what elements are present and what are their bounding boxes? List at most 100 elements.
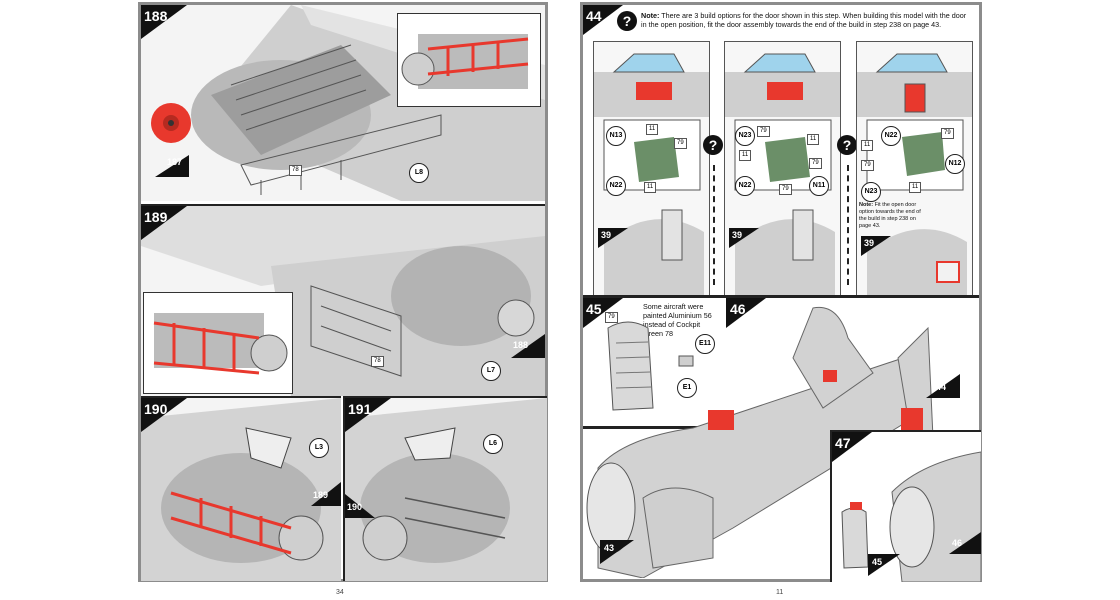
step-number-44: 44 (586, 8, 602, 24)
paint-code-79-b: 79 (757, 126, 770, 137)
paint-code-11-a: 11 (646, 124, 659, 135)
step-number-188: 188 (144, 8, 168, 24)
callout-n23: N23 (735, 126, 755, 146)
ref-step-46-badge (949, 532, 981, 554)
callout-n12: N12 (945, 154, 965, 174)
step-separator (583, 295, 979, 298)
paint-code-79-d: 79 (779, 184, 792, 195)
ref-step-187-badge (155, 155, 189, 177)
paint-code-79-e: 79 (941, 128, 954, 139)
step-188-inset (397, 13, 541, 107)
ref-step-44-badge (926, 374, 960, 398)
callout-e11: E11 (695, 334, 715, 354)
step-189-inset (143, 292, 293, 394)
step-45-illustration (607, 321, 694, 411)
paint-code-79-a: 79 (674, 138, 687, 149)
door-option-3: N22 N12 N23 11 79 79 11 Note: Fit the op… (856, 41, 973, 295)
callout-n22-c: N22 (881, 126, 901, 146)
ref-step-188-badge (511, 334, 545, 358)
step-number-45: 45 (586, 301, 602, 317)
paint-code-78-189: 78 (371, 356, 384, 367)
ref-step-189: 189 (313, 490, 329, 500)
callout-l6: L6 (483, 434, 503, 454)
step-45-border (583, 426, 723, 429)
callout-l3: L3 (309, 438, 329, 458)
step-191-badge (345, 398, 391, 432)
option-3-note: Note: Fit the open door option towards t… (859, 202, 921, 230)
ref-step-188: 188 (513, 340, 529, 350)
paint-code-78: 78 (289, 165, 302, 176)
callout-l7: L7 (481, 361, 501, 381)
callout-n23-b: N23 (861, 182, 881, 202)
step-188-badge (141, 5, 187, 39)
step-191-panel: 191 L6 190 (343, 396, 547, 581)
step-46-badge (726, 298, 766, 328)
step-47-badge (832, 432, 872, 462)
door-option-2: N23 N22 N11 79 11 11 79 79 39 (724, 41, 841, 295)
callout-n22: N22 (606, 176, 626, 196)
step-189-badge (141, 206, 187, 240)
step-number-190: 190 (144, 401, 168, 417)
paint-code-79-g: 79 (605, 312, 618, 323)
ref-step-45-badge (868, 554, 900, 576)
option-3-note-label: Note: (859, 202, 874, 208)
step-190-panel: 190 L3 189 (141, 396, 341, 581)
step-189-panel: 189 188 L7 78 (141, 204, 545, 396)
callout-n13: N13 (606, 126, 626, 146)
paint-code-79-f: 79 (861, 160, 874, 171)
step-45-note: Some aircraft were painted Aluminium 56 … (643, 302, 712, 338)
step-44-panel: 44 ? Note: There are 3 build options for… (583, 5, 979, 295)
option-2-ref-step: 39 (732, 230, 743, 240)
ref-step-189-badge (311, 482, 341, 506)
paint-code-11-d: 11 (739, 150, 752, 161)
paint-code-79-c: 79 (809, 158, 822, 169)
step-190-illustration (141, 398, 341, 581)
ref-step-46: 46 (952, 538, 963, 548)
step-number-47: 47 (835, 435, 851, 451)
step-47-panel: 47 46 45 (830, 430, 981, 582)
ref-step-43-badge (600, 540, 634, 564)
step-number-191: 191 (348, 401, 372, 417)
option-1-illustration (594, 53, 709, 295)
callout-l8: L8 (409, 163, 429, 183)
step-44-note-label: Note: (641, 11, 660, 20)
step-190-badge (141, 398, 187, 432)
option-3-note-text: Fit the open door option towards the end… (859, 202, 921, 229)
paint-code-11-c: 11 (807, 134, 820, 145)
right-page: 44 ? Note: There are 3 build options for… (580, 0, 982, 600)
door-option-1: N13 N22 11 79 11 39 (593, 41, 710, 295)
inset-engine-red-frame-189 (153, 313, 288, 375)
step-44-badge (583, 5, 623, 35)
option-3-ref-badge (861, 236, 891, 256)
callout-e1: E1 (677, 378, 697, 398)
paint-code-11-b: 11 (644, 182, 657, 193)
option-1-ref-step: 39 (601, 230, 612, 240)
paint-code-11-f: 11 (909, 182, 922, 193)
option-1-ref-badge (598, 228, 628, 248)
step-number-189: 189 (144, 209, 168, 225)
question-icon: ? (617, 11, 637, 31)
ref-step-187: 187 (167, 157, 183, 167)
right-page-number: 11 (776, 589, 784, 596)
ref-step-43: 43 (604, 543, 615, 553)
callout-n11: N11 (809, 176, 829, 196)
ref-step-44: 44 (936, 382, 947, 392)
step-189-illustration (141, 206, 545, 396)
option-2-illustration (725, 53, 840, 295)
option-2-ref-badge (729, 228, 759, 248)
step-45-panel: 45 Some aircraft were painted Aluminium … (583, 298, 723, 426)
divider-2 (847, 165, 849, 285)
divider-1 (713, 165, 715, 285)
left-page: 188 187 L8 78 (138, 0, 548, 600)
paint-code-11-e: 11 (861, 140, 874, 151)
callout-n22-b: N22 (735, 176, 755, 196)
left-page-number: 34 (336, 589, 344, 596)
step-188-panel: 188 187 L8 78 (141, 5, 545, 201)
question-icon-2: ? (703, 135, 723, 155)
step-44-note: Note: There are 3 build options for the … (641, 11, 971, 29)
step-number-46: 46 (730, 301, 746, 317)
option-3-ref-step: 39 (864, 238, 875, 248)
inset-engine-red-frame (401, 34, 529, 89)
ref-step-190-badge (345, 494, 375, 518)
step-44-note-text: There are 3 build options for the door s… (641, 11, 967, 29)
